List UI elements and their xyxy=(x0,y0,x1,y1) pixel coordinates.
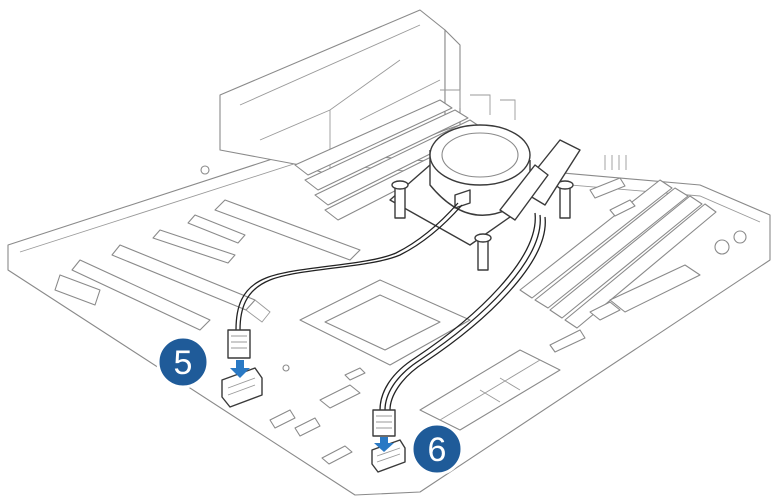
cpu-fan-header-5 xyxy=(221,360,263,408)
pcie-slots xyxy=(54,199,361,331)
pump-header-6 xyxy=(371,437,406,473)
step-badge-5: 5 xyxy=(156,335,210,389)
pump-cable-5 xyxy=(227,202,463,359)
step-badge-6: 6 xyxy=(410,422,464,476)
board-components xyxy=(200,155,747,465)
fan-cable-6 xyxy=(372,212,546,437)
step-number-5: 5 xyxy=(174,344,193,382)
step-number-6: 6 xyxy=(428,431,447,469)
memory-slots-right xyxy=(519,179,717,329)
cpu-socket xyxy=(299,279,471,366)
aio-pump-head xyxy=(389,124,581,271)
